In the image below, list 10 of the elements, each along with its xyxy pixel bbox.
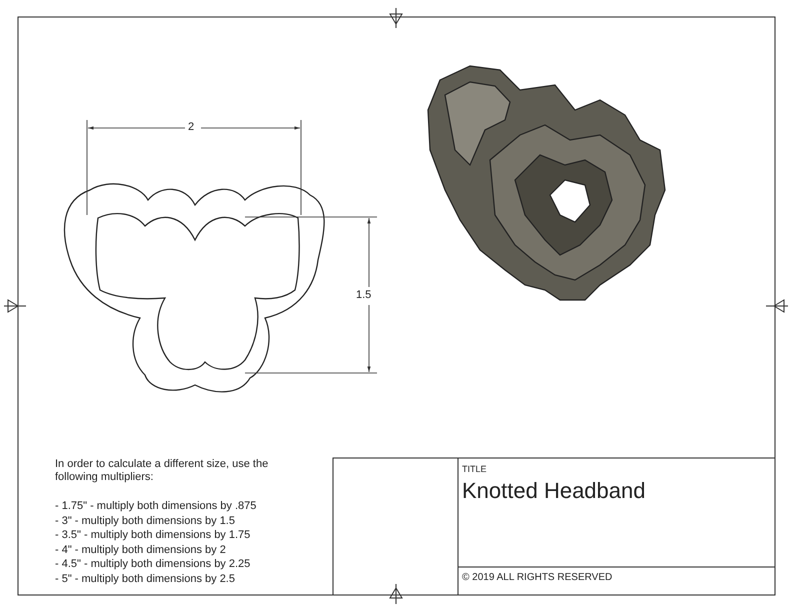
multiplier-list-item: - 3.5" - multiply both dimensions by 1.75 [55,529,250,542]
multiplier-list-item: - 1.75" - multiply both dimensions by .875 [55,500,256,514]
multiplier-list-item: - 4" - multiply both dimensions by 2 [55,544,226,557]
note-text: In order to calculate a different size, use the following multipliers: [55,458,270,484]
multiplier-list-item: - 5" - multiply both dimensions by 2.5 [55,573,235,586]
copyright-text: © 2019 ALL RIGHTS RESERVED [462,572,612,584]
multiplier-list-item: - 4.5" - multiply both dimensions by 2.25 [55,558,250,572]
multiplier-list-item: - 3" - multiply both dimensions by 1.5 [55,514,235,528]
drawing-title: Knotted Headband [462,478,646,504]
title-field-label: TITLE [462,464,487,475]
